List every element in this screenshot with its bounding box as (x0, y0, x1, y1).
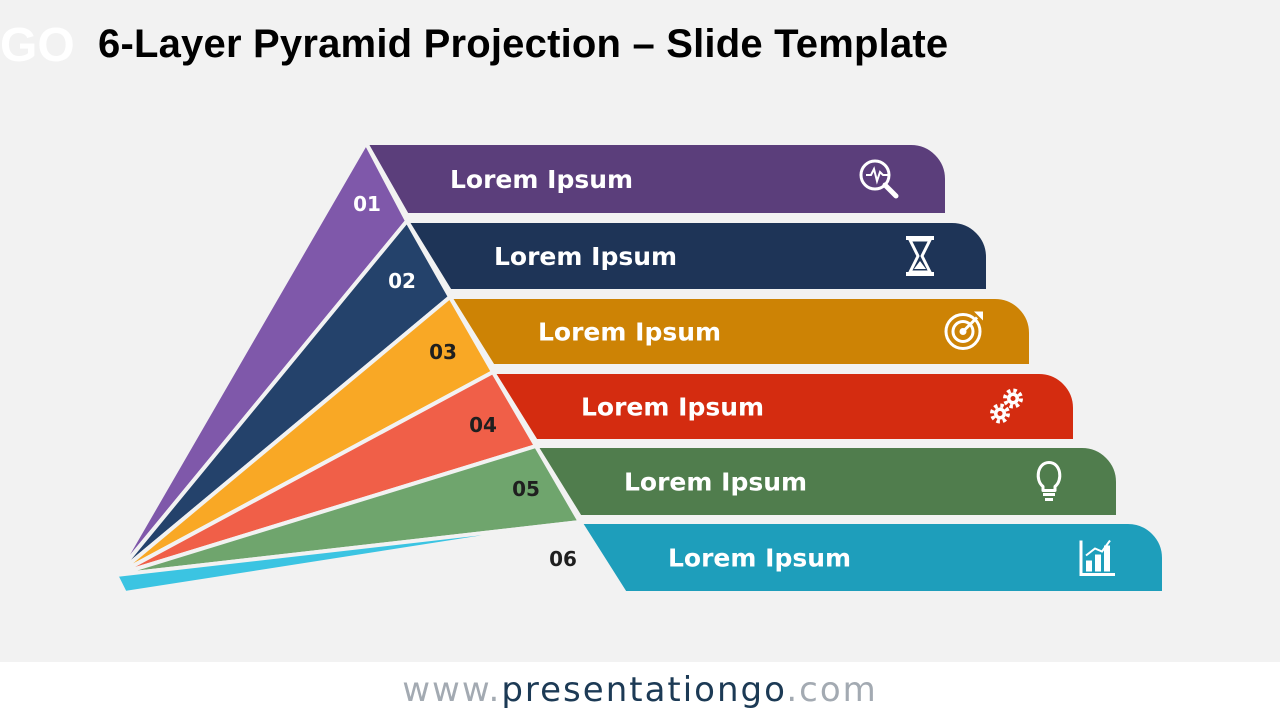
pyramid-layer-01: Lorem Ipsum 01 (114, 141, 949, 577)
pyramid-layer-05: Lorem Ipsum 05 (114, 444, 1120, 577)
page-title: 6-Layer Pyramid Projection – Slide Templ… (98, 22, 949, 66)
layer-number: 06 (549, 547, 577, 571)
band-label: Lorem Ipsum (581, 393, 764, 422)
layer-number: 03 (429, 340, 457, 364)
layer-number: 05 (512, 477, 540, 501)
pyramid-layer-04: Lorem Ipsum 04 (114, 370, 1077, 577)
pyramid-band (405, 219, 990, 293)
footer-url-brand: presentationgo (501, 670, 787, 710)
footer: www.presentationgo.com (0, 662, 1280, 720)
layer-number: 04 (469, 413, 497, 437)
footer-url: www.presentationgo.com (0, 670, 1280, 710)
pyramid-band (491, 370, 1077, 443)
band-label: Lorem Ipsum (538, 318, 721, 347)
pyramid-band (448, 295, 1033, 368)
pyramid-band (578, 520, 1166, 595)
pyramid-band (534, 444, 1120, 519)
band-label: Lorem Ipsum (624, 468, 807, 497)
pyramid-band (364, 141, 949, 217)
layer-number: 01 (353, 192, 381, 216)
layer-number: 02 (388, 269, 416, 293)
logo-mark: GO (0, 19, 75, 72)
band-label: Lorem Ipsum (494, 242, 677, 271)
band-label: Lorem Ipsum (668, 544, 851, 573)
band-label: Lorem Ipsum (450, 165, 633, 194)
pyramid-layer-06: Lorem Ipsum 06 (114, 520, 1166, 595)
pyramid-side-face (114, 520, 582, 595)
footer-url-suffix: .com (786, 670, 878, 710)
footer-url-prefix: www. (402, 670, 502, 710)
